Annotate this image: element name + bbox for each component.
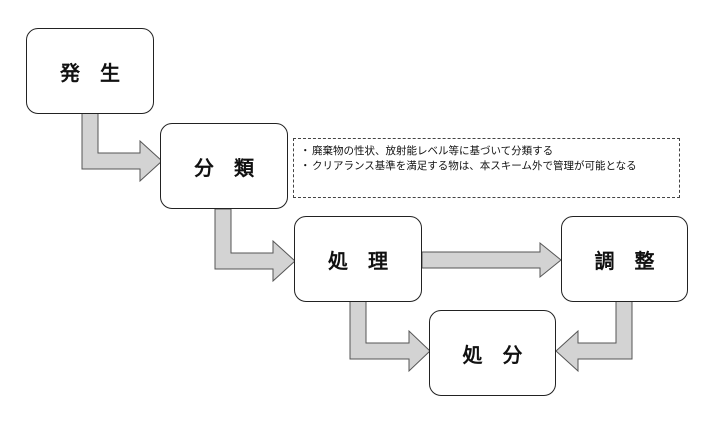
note-line-2: ・ クリアランス基準を満足する物は、本スキーム外で管理が可能となる	[300, 159, 673, 174]
arrow-generation-to-classification	[81, 112, 163, 183]
arrow-classification-to-treatment	[214, 208, 296, 283]
arrow-treatment-to-adjustment	[421, 241, 562, 279]
stage-adjustment-box: 調 整	[561, 216, 688, 302]
stage-generation-label: 発 生	[60, 60, 120, 85]
arrow-treatment-to-disposal	[349, 300, 431, 373]
stage-disposal-box: 処 分	[429, 310, 556, 396]
stage-classification-box: 分 類	[160, 123, 288, 209]
stage-treatment-label: 処 理	[328, 248, 388, 273]
stage-classification-label: 分 類	[194, 155, 254, 180]
stage-disposal-label: 処 分	[462, 342, 523, 367]
classification-note: ・ 廃棄物の性状、放射能レベル等に基づいて分類する ・ クリアランス基準を満足す…	[293, 138, 680, 198]
note-line-1: ・ 廃棄物の性状、放射能レベル等に基づいて分類する	[300, 144, 673, 159]
stage-generation-box: 発 生	[26, 28, 154, 114]
note-bullet: ・	[300, 160, 311, 172]
arrow-adjustment-to-disposal	[555, 300, 633, 373]
stage-treatment-box: 処 理	[294, 216, 422, 302]
note-bullet: ・	[300, 145, 311, 157]
stage-adjustment-label: 調 整	[594, 248, 655, 273]
note-text-2: クリアランス基準を満足する物は、本スキーム外で管理が可能となる	[312, 160, 637, 172]
note-text-1: 廃棄物の性状、放射能レベル等に基づいて分類する	[312, 145, 554, 157]
